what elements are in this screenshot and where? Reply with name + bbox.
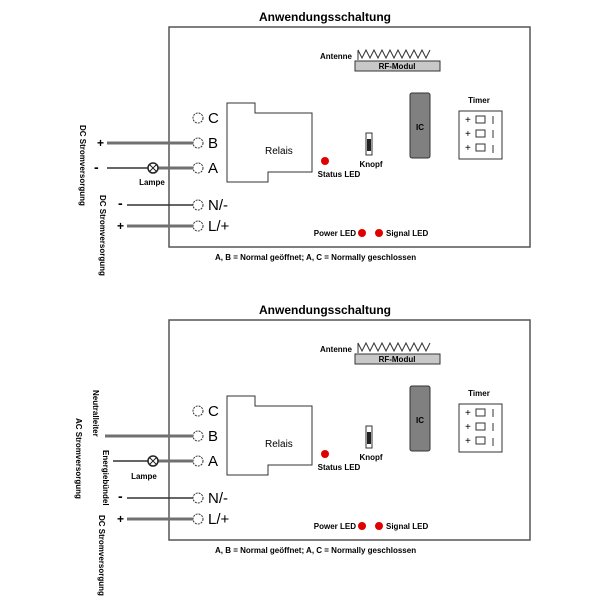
rf-module [354,60,441,72]
antenna-icon [357,48,431,60]
timer-switch-icon[interactable] [475,129,486,138]
terminal-label: L/+ [208,218,230,235]
diagram-title: Anwendungsschaltung [259,303,391,317]
relay-block [226,102,313,183]
timer-rows: + + + [465,115,494,154]
terminal-l[interactable]: L/+ [192,511,230,528]
terminal-c[interactable]: C [192,110,219,127]
timer-label: Timer [468,389,490,398]
relay-label: Relais [265,439,293,450]
terminal-label: N/- [208,490,228,507]
ac-supply-label: AC Stromversorgung [74,418,83,499]
timer-plus: + [465,422,471,433]
terminal-a[interactable]: A [192,160,218,177]
relay-block [226,395,313,476]
button-knob [367,139,371,151]
rf-module-label: RF-Modul [379,355,416,364]
status-led [321,157,329,165]
status-led-label: Status LED [318,463,361,472]
timer-switch-icon[interactable] [475,143,486,152]
timer-plus: + [465,115,471,126]
timer-plus: + [465,143,471,154]
timer-switch-icon[interactable] [475,408,486,417]
ic-label: IC [416,416,424,425]
live-label: Energiebündel [101,450,110,506]
timer-label: Timer [468,96,490,105]
terminal-label: B [208,428,218,445]
power-led-label: Power LED [314,522,356,531]
diagram-2: Anwendungsschaltung Antenne RF-Modul IC … [74,303,531,596]
terminal-l[interactable]: L/+ [192,218,230,235]
terminal-label: A [208,160,218,177]
antenna-label: Antenne [320,52,353,61]
lamp-icon [147,162,159,174]
power-led [358,229,366,237]
terminal-b[interactable]: B [192,428,218,445]
relay-note: A, B = Normal geöffnet; A, C = Normally … [215,546,416,555]
terminal-label: C [208,110,219,127]
timer-switch-icon[interactable] [475,115,486,124]
signal-led-label: Signal LED [386,229,428,238]
timer-plus: + [465,436,471,447]
supply2-label: DC Stromversorgung [97,515,106,596]
antenna-label: Antenne [320,345,353,354]
supply1-minus: - [94,159,99,175]
button-label: Knopf [359,160,382,169]
timer-rows: + + + [465,408,494,447]
relay-label: Relais [265,146,293,157]
status-led-label: Status LED [318,170,361,179]
power-led-label: Power LED [314,229,356,238]
supply2-label: DC Stromversorgung [98,195,107,276]
terminal-label: N/- [208,197,228,214]
signal-led [375,229,383,237]
terminal-n[interactable]: N/- [192,490,228,507]
signal-led-label: Signal LED [386,522,428,531]
supply1-plus: + [97,136,104,150]
terminal-label: B [208,135,218,152]
diagram-1: Anwendungsschaltung Antenne RF-Modul IC … [78,10,531,276]
rf-module-label: RF-Modul [379,62,416,71]
diagram-title: Anwendungsschaltung [259,10,391,24]
timer-plus: + [465,129,471,140]
timer-plus: + [465,408,471,419]
relay-note: A, B = Normal geöffnet; A, C = Normally … [215,253,416,262]
supply2-plus: + [117,512,124,526]
board-outline [168,319,531,541]
supply2-minus: - [118,195,123,211]
board-outline [168,26,531,248]
terminal-b[interactable]: B [192,135,218,152]
antenna-icon [357,341,431,353]
terminal-label: A [208,453,218,470]
power-led [358,522,366,530]
terminal-label: L/+ [208,511,230,528]
terminal-c[interactable]: C [192,403,219,420]
status-led [321,450,329,458]
supply2-minus: - [118,488,123,504]
lamp-icon [147,455,159,467]
button-label: Knopf [359,453,382,462]
lamp-label: Lampe [139,178,165,187]
terminal-n[interactable]: N/- [192,197,228,214]
timer-switch-icon[interactable] [475,422,486,431]
lamp-label: Lampe [131,472,157,481]
button-knob [367,432,371,444]
signal-led [375,522,383,530]
supply2-plus: + [117,219,124,233]
ic-label: IC [416,123,424,132]
rf-module [354,353,441,365]
terminal-label: C [208,403,219,420]
ic-chip [409,92,431,159]
neutral-label: Neutralleiter [91,390,100,437]
supply1-label: DC Stromversorgung [78,125,87,206]
terminal-a[interactable]: A [192,453,218,470]
timer-switch-icon[interactable] [475,436,486,445]
ic-chip [409,385,431,452]
